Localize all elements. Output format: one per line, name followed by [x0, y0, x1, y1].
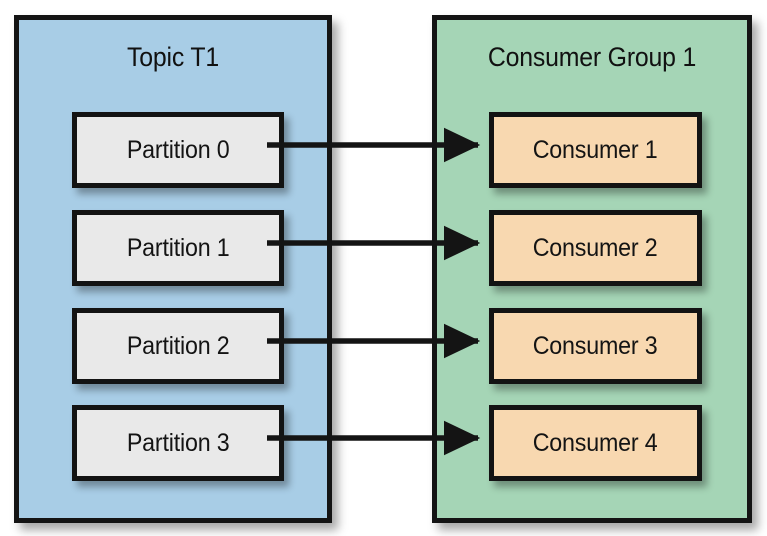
consumer-box-1[interactable]: Consumer 2: [489, 210, 702, 286]
partition-label-0: Partition 0: [126, 135, 230, 164]
consumer-box-3[interactable]: Consumer 4: [489, 405, 702, 481]
topic-panel: Topic T1 Partition 0 Partition 1 Partiti…: [14, 15, 332, 523]
consumer-box-0[interactable]: Consumer 1: [489, 112, 702, 188]
partition-box-3[interactable]: Partition 3: [72, 405, 284, 481]
partition-label-1: Partition 1: [126, 233, 230, 262]
partition-box-0[interactable]: Partition 0: [72, 112, 284, 188]
consumer-label-0: Consumer 1: [533, 135, 658, 164]
partition-label-2: Partition 2: [126, 331, 230, 360]
partition-box-1[interactable]: Partition 1: [72, 210, 284, 286]
consumer-label-2: Consumer 3: [533, 331, 658, 360]
consumer-box-2[interactable]: Consumer 3: [489, 308, 702, 384]
consumer-label-1: Consumer 2: [533, 233, 658, 262]
partition-label-3: Partition 3: [126, 428, 230, 457]
consumer-group-panel: Consumer Group 1 Consumer 1 Consumer 2 C…: [432, 15, 752, 523]
partition-box-2[interactable]: Partition 2: [72, 308, 284, 384]
consumer-group-panel-title: Consumer Group 1: [487, 42, 697, 72]
topic-panel-title: Topic T1: [127, 42, 219, 72]
consumer-label-3: Consumer 4: [533, 428, 658, 457]
